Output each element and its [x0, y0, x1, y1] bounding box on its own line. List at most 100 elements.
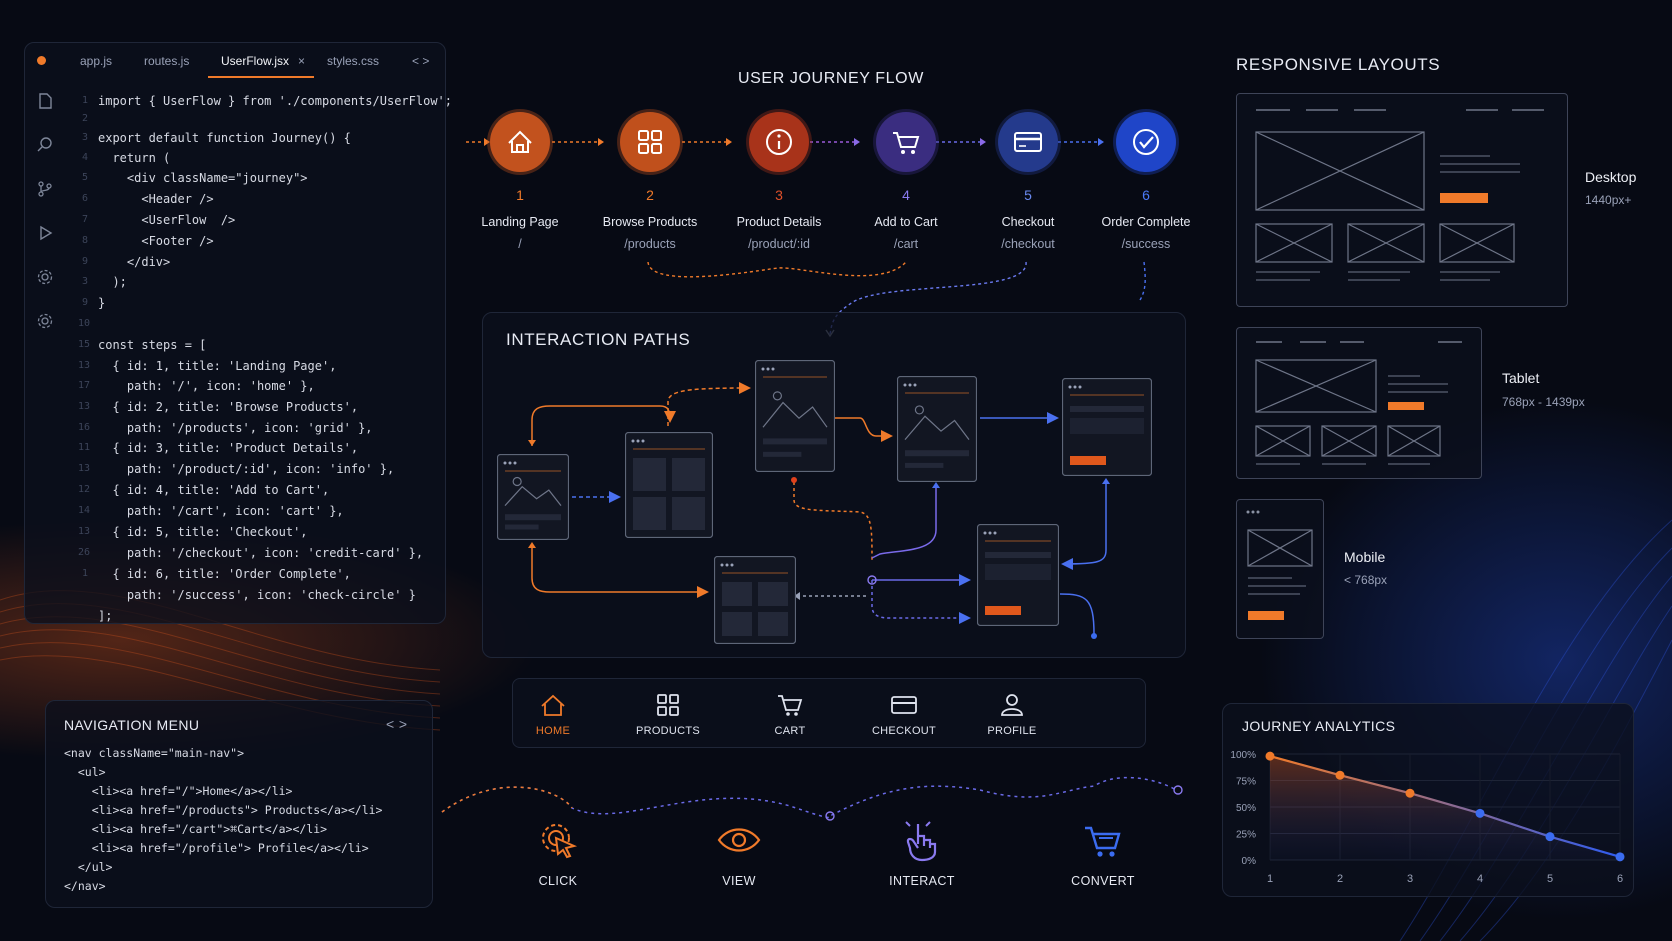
- step-number: 5: [1024, 187, 1032, 203]
- code-line: <UserFlow />: [98, 213, 236, 227]
- code-line-number: 26: [78, 547, 91, 558]
- code-line-number: 6: [81, 193, 88, 204]
- bottom-nav-label-products[interactable]: PRODUCTS: [635, 725, 701, 737]
- wireframe-card[interactable]: [755, 360, 835, 472]
- step-5-circle[interactable]: [994, 108, 1062, 176]
- tab-nav-arrows-icon[interactable]: < >: [412, 54, 430, 68]
- step-2-circle[interactable]: [616, 108, 684, 176]
- wireframe-card[interactable]: [897, 376, 977, 482]
- active-tab-underline: [208, 76, 314, 78]
- credit-card-icon: [1014, 132, 1042, 152]
- chart-y-tick: 25%: [1236, 830, 1256, 841]
- code-line-number: 5: [81, 172, 88, 183]
- bottom-nav-home-home-icon[interactable]: [538, 690, 568, 720]
- code-line: path: '/products', icon: 'grid' },: [98, 421, 373, 435]
- code-line-number: 15: [78, 339, 91, 350]
- bottom-nav-products-grid-icon[interactable]: [653, 690, 683, 720]
- nav-code-line: <li><a href="/profile"> Profile</a></li>: [64, 841, 369, 855]
- chart-area: [1270, 756, 1620, 860]
- code-line: ];: [98, 609, 113, 623]
- code-line-number: 2: [81, 113, 88, 124]
- bottom-nav-bar: [512, 678, 1146, 748]
- search-icon[interactable]: [36, 136, 54, 154]
- tab-userflow-jsx[interactable]: UserFlow.jsx: [221, 54, 290, 68]
- code-line-number: 17: [78, 380, 91, 391]
- code-line-number: 8: [81, 235, 88, 246]
- wireframe-card[interactable]: [625, 432, 713, 538]
- step-number: 6: [1142, 187, 1150, 203]
- bottom-nav-checkout-credit-card-icon[interactable]: [889, 690, 919, 720]
- code-line: import { UserFlow } from './components/U…: [98, 94, 453, 108]
- tab-routes-js[interactable]: routes.js: [144, 54, 190, 68]
- navigation-menu-panel: [45, 700, 433, 908]
- code-line-number: 13: [78, 360, 91, 371]
- step-label: Add to Cart: [874, 215, 938, 229]
- step-label: Landing Page: [481, 215, 559, 229]
- action-interact-hand-pointer-icon[interactable]: [898, 816, 946, 864]
- code-line: path: '/product/:id', icon: 'info' },: [98, 462, 395, 476]
- step-label: Order Complete: [1101, 215, 1191, 229]
- wireframe-card[interactable]: [497, 454, 569, 540]
- bottom-nav-label-cart[interactable]: CART: [774, 725, 806, 737]
- code-line: { id: 1, title: 'Landing Page',: [98, 359, 337, 373]
- step-number: 1: [516, 187, 524, 203]
- bottom-nav-label-profile[interactable]: PROFILE: [987, 725, 1037, 737]
- file-icon[interactable]: [36, 92, 54, 110]
- wireframe-card[interactable]: [714, 556, 796, 644]
- code-line-number: 3: [81, 276, 88, 287]
- chart-x-tick: 4: [1477, 873, 1483, 885]
- tab-close-icon[interactable]: ×: [298, 54, 306, 68]
- code-line: <Header />: [98, 192, 214, 206]
- code-line-number: 12: [78, 484, 91, 495]
- code-line: { id: 6, title: 'Order Complete',: [98, 567, 351, 581]
- tab-styles-css[interactable]: styles.css: [327, 54, 380, 68]
- layout-mobile-name: Mobile: [1344, 549, 1386, 565]
- navigation-menu-arrows-icon[interactable]: < >: [386, 716, 408, 732]
- code-line: </div>: [98, 255, 171, 269]
- code-line: path: '/', icon: 'home' },: [98, 379, 315, 393]
- chart-x-tick: 1: [1267, 873, 1273, 885]
- nav-code-line: <ul>: [64, 765, 106, 779]
- action-convert-cart-icon[interactable]: [1079, 816, 1127, 864]
- wireframe-card[interactable]: [1062, 378, 1152, 476]
- home-icon: [508, 130, 532, 153]
- chart-y-tick: 100%: [1230, 750, 1256, 761]
- step-label: Product Details: [736, 215, 822, 229]
- nav-code-line: <li><a href="/">Home</a></li>: [64, 784, 293, 798]
- bottom-nav-label-home[interactable]: HOME: [535, 725, 571, 737]
- chart-x-tick: 3: [1407, 873, 1413, 885]
- layouts-title: RESPONSIVE LAYOUTS: [1236, 55, 1441, 74]
- step-3-circle[interactable]: [745, 108, 813, 176]
- action-click-cursor-click-icon[interactable]: [534, 816, 582, 864]
- code-line-number: 3: [81, 132, 88, 143]
- code-line-number: 9: [81, 256, 88, 267]
- extensions-gear-icon[interactable]: [36, 268, 54, 286]
- action-view-eye-icon[interactable]: [715, 816, 763, 864]
- code-line: path: '/checkout', icon: 'credit-card' }…: [98, 546, 424, 560]
- chart-x-tick: 6: [1617, 873, 1623, 885]
- bottom-nav-profile-user-icon[interactable]: [997, 690, 1027, 720]
- run-icon[interactable]: [36, 224, 54, 242]
- code-line: path: '/cart', icon: 'cart' },: [98, 504, 344, 518]
- interaction-paths-title: INTERACTION PATHS: [506, 330, 691, 349]
- step-6-circle[interactable]: [1112, 108, 1180, 176]
- settings-gear-icon[interactable]: [36, 312, 54, 330]
- step-path: /product/:id: [748, 237, 810, 251]
- chart-point: [1545, 832, 1555, 842]
- step-label: Checkout: [1001, 215, 1055, 229]
- tab-app-js[interactable]: app.js: [80, 54, 113, 68]
- git-branch-icon[interactable]: [36, 180, 54, 198]
- code-line-number: 13: [78, 463, 91, 474]
- bottom-nav-label-checkout[interactable]: CHECKOUT: [871, 725, 937, 737]
- chart-point: [1475, 808, 1485, 818]
- step-1-circle[interactable]: [486, 108, 554, 176]
- action-label-click: CLICK: [538, 874, 578, 888]
- layout-desktop-name: Desktop: [1585, 169, 1637, 185]
- action-label-interact: INTERACT: [889, 874, 955, 888]
- bottom-nav-cart-cart-icon[interactable]: [775, 690, 805, 720]
- grid-icon: [638, 130, 662, 154]
- step-4-circle[interactable]: [872, 108, 940, 176]
- wireframe-card[interactable]: [977, 524, 1059, 626]
